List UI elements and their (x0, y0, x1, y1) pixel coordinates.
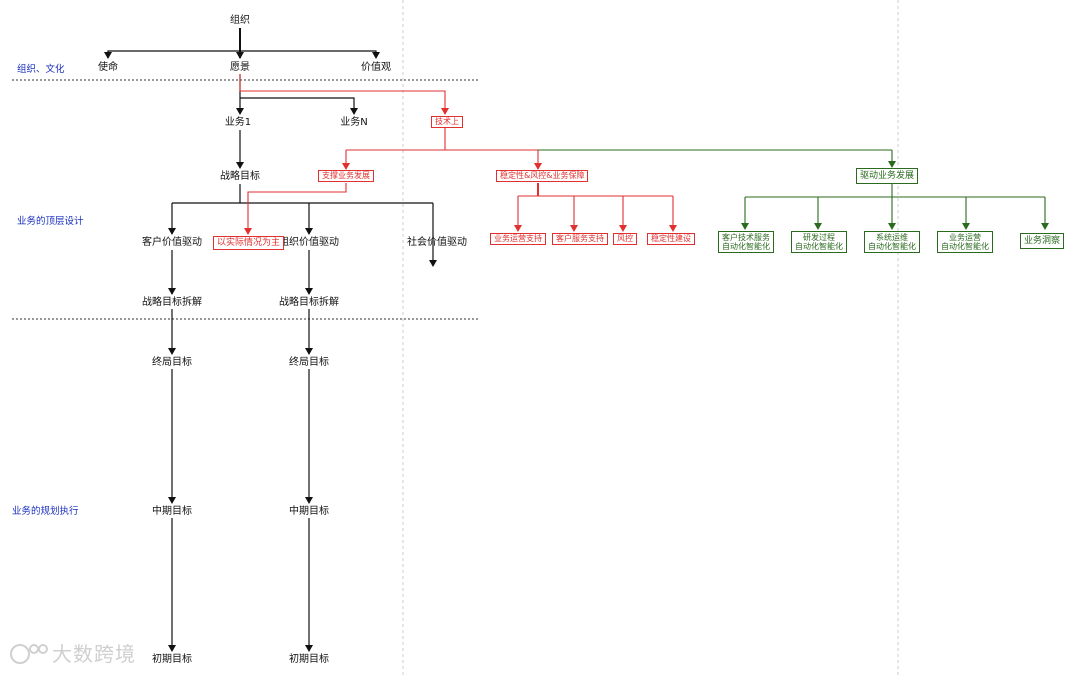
box-tech: 技术上 (431, 116, 463, 128)
node-root: 组织 (230, 15, 250, 26)
section-top-design: 业务的顶层设计 (17, 216, 84, 227)
box-drive-ops: 系统运维 自动化智能化 (864, 231, 920, 253)
node-decomp-right: 战略目标拆解 (279, 297, 339, 308)
box-stability: 稳定性&风控&业务保障 (496, 170, 589, 182)
node-business-1: 业务1 (224, 117, 252, 128)
node-final-left: 终局目标 (152, 357, 192, 368)
node-init-right: 初期目标 (289, 654, 329, 665)
box-risk-control: 风控 (613, 233, 637, 245)
box-drive-biz-ops: 业务运营 自动化智能化 (937, 231, 993, 253)
watermark-text: 大数跨境 (52, 642, 136, 666)
box-stability-building: 稳定性建设 (647, 233, 695, 245)
box-drive-rd: 研发过程 自动化智能化 (791, 231, 847, 253)
node-mid-right: 中期目标 (289, 506, 329, 517)
black-connectors (104, 28, 437, 652)
box-drive-customer-tech: 客户技术服务 自动化智能化 (718, 231, 774, 253)
red-connectors (239, 74, 677, 235)
node-social-driver: 社会价值驱动 (407, 237, 467, 248)
section-planning: 业务的规划执行 (12, 506, 79, 517)
box-drive-business: 驱动业务发展 (856, 168, 919, 184)
box-drive-insight: 业务洞察 (1020, 233, 1065, 249)
node-org-driver: 组织价值驱动 (279, 237, 339, 248)
box-support-business: 支撑业务发展 (318, 170, 374, 182)
green-connectors (538, 149, 1049, 230)
node-vision: 愿景 (230, 62, 250, 73)
node-customer-driver: 客户价值驱动 (142, 237, 202, 248)
node-mid-left: 中期目标 (152, 506, 192, 517)
box-customer-service-support: 客户服务支持 (552, 233, 608, 245)
watermark-logo-icon (10, 644, 48, 664)
box-biz-ops-support: 业务运营支持 (490, 233, 546, 245)
box-note-actual: 以实际情况为主 (213, 236, 285, 250)
node-init-left: 初期目标 (152, 654, 192, 665)
node-strategy-goal: 战略目标 (220, 171, 260, 182)
node-business-n: 业务N (340, 117, 368, 128)
node-values: 价值观 (361, 62, 391, 73)
node-final-right: 终局目标 (289, 357, 329, 368)
node-decomp-left: 战略目标拆解 (142, 297, 202, 308)
section-org-culture: 组织、文化 (17, 64, 65, 75)
node-mission: 使命 (98, 62, 118, 73)
